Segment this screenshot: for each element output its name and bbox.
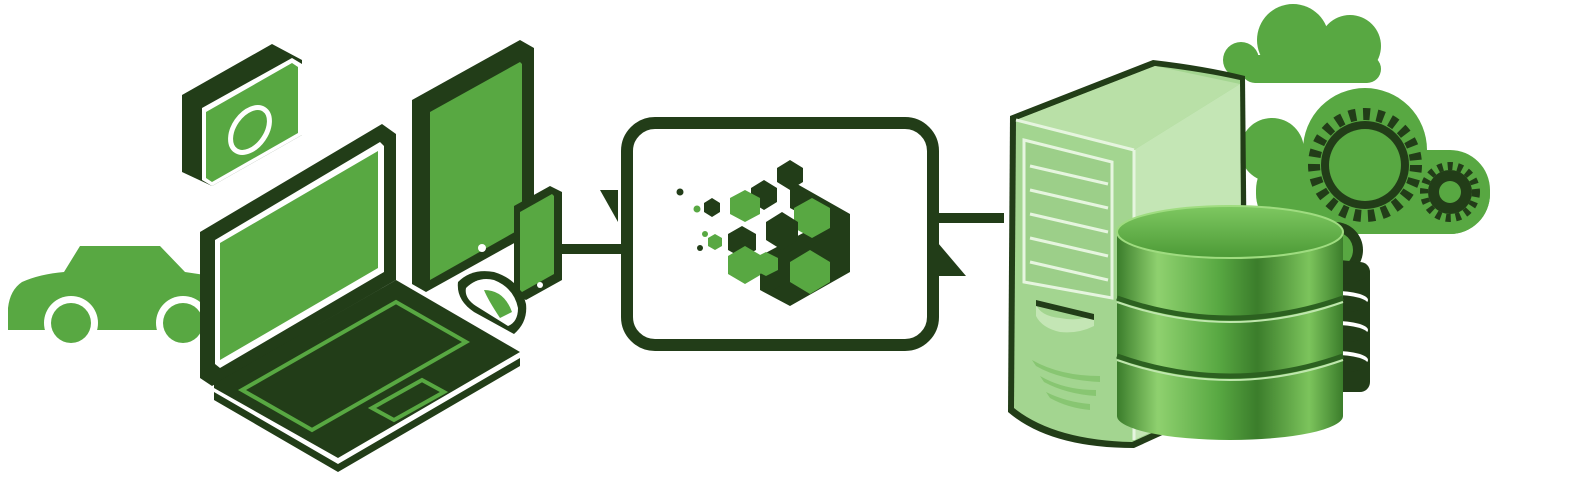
camera-lens-icon (228, 105, 272, 155)
monitor-icon (200, 124, 396, 386)
smartwatch-icon (457, 271, 527, 334)
cloud-top-icon (1223, 4, 1381, 83)
arrow-tab-left (600, 190, 618, 222)
hexagon-cluster-logo (676, 160, 850, 306)
phone-icon (514, 186, 562, 300)
server-vents (1022, 138, 1114, 300)
car-icon (8, 246, 210, 350)
server-front-slats (1032, 360, 1100, 410)
gear-small-icon (1420, 162, 1480, 222)
gear-large-icon (1308, 108, 1422, 222)
server-drive-bay (1036, 300, 1094, 333)
laptop-icon (212, 280, 522, 474)
database-icon (1116, 205, 1344, 440)
arrow-tab-right (938, 243, 966, 276)
cloud-gears-icon (1223, 4, 1490, 278)
tablet-icon (412, 40, 534, 292)
camera-sensor-icon (182, 44, 302, 186)
connectors (556, 213, 1004, 254)
